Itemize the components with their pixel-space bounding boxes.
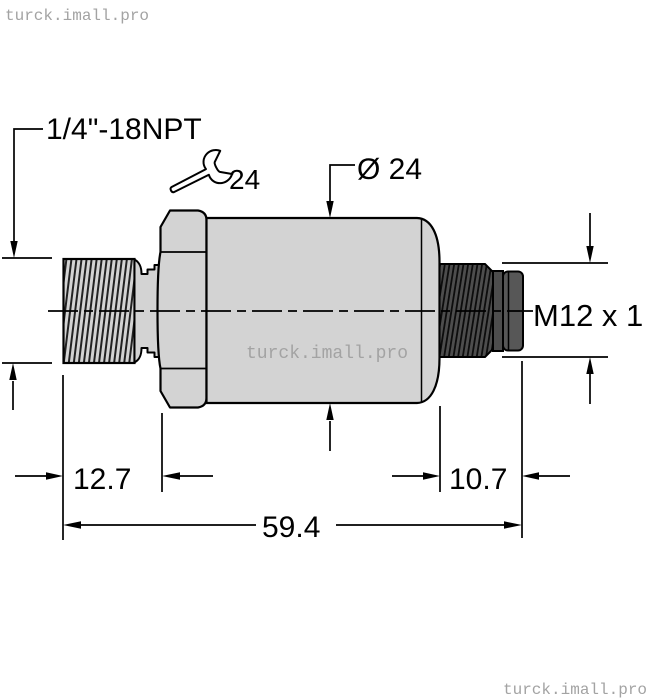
- label-connector-thread: M12 x 1: [533, 298, 643, 333]
- label-wrench-size: 24: [229, 164, 260, 195]
- watermark-top-left: turck.imall.pro: [5, 7, 149, 25]
- dim-thread-length: [15, 375, 213, 540]
- arrowhead: [522, 472, 539, 480]
- arrowhead: [326, 403, 334, 420]
- dim-connector-length: [392, 361, 570, 538]
- dim-body-diameter: [329, 164, 355, 451]
- label-body-diameter: Ø 24: [357, 153, 422, 186]
- wrench-icon: [169, 149, 234, 194]
- arrowhead: [504, 521, 522, 529]
- arrowhead: [586, 246, 594, 263]
- arrowhead: [326, 201, 334, 218]
- arrowhead: [423, 472, 440, 480]
- dim-connector-thread: [502, 213, 608, 404]
- hex-nut: [156, 209, 208, 409]
- arrowhead: [162, 472, 180, 480]
- arrowhead: [10, 241, 18, 258]
- label-process-thread: 1/4"-18NPT: [46, 113, 202, 146]
- arrowhead: [46, 472, 63, 480]
- label-connector-length: 10.7: [449, 463, 507, 496]
- watermark-bottom-right: turck.imall.pro: [503, 681, 647, 699]
- label-total-length: 59.4: [262, 511, 320, 544]
- label-thread-length: 12.7: [73, 463, 131, 496]
- watermark-center: turck.imall.pro: [246, 344, 408, 364]
- arrowhead: [9, 363, 17, 380]
- arrowhead: [586, 357, 594, 374]
- dim-process-thread: [2, 128, 52, 410]
- arrowhead: [63, 521, 81, 529]
